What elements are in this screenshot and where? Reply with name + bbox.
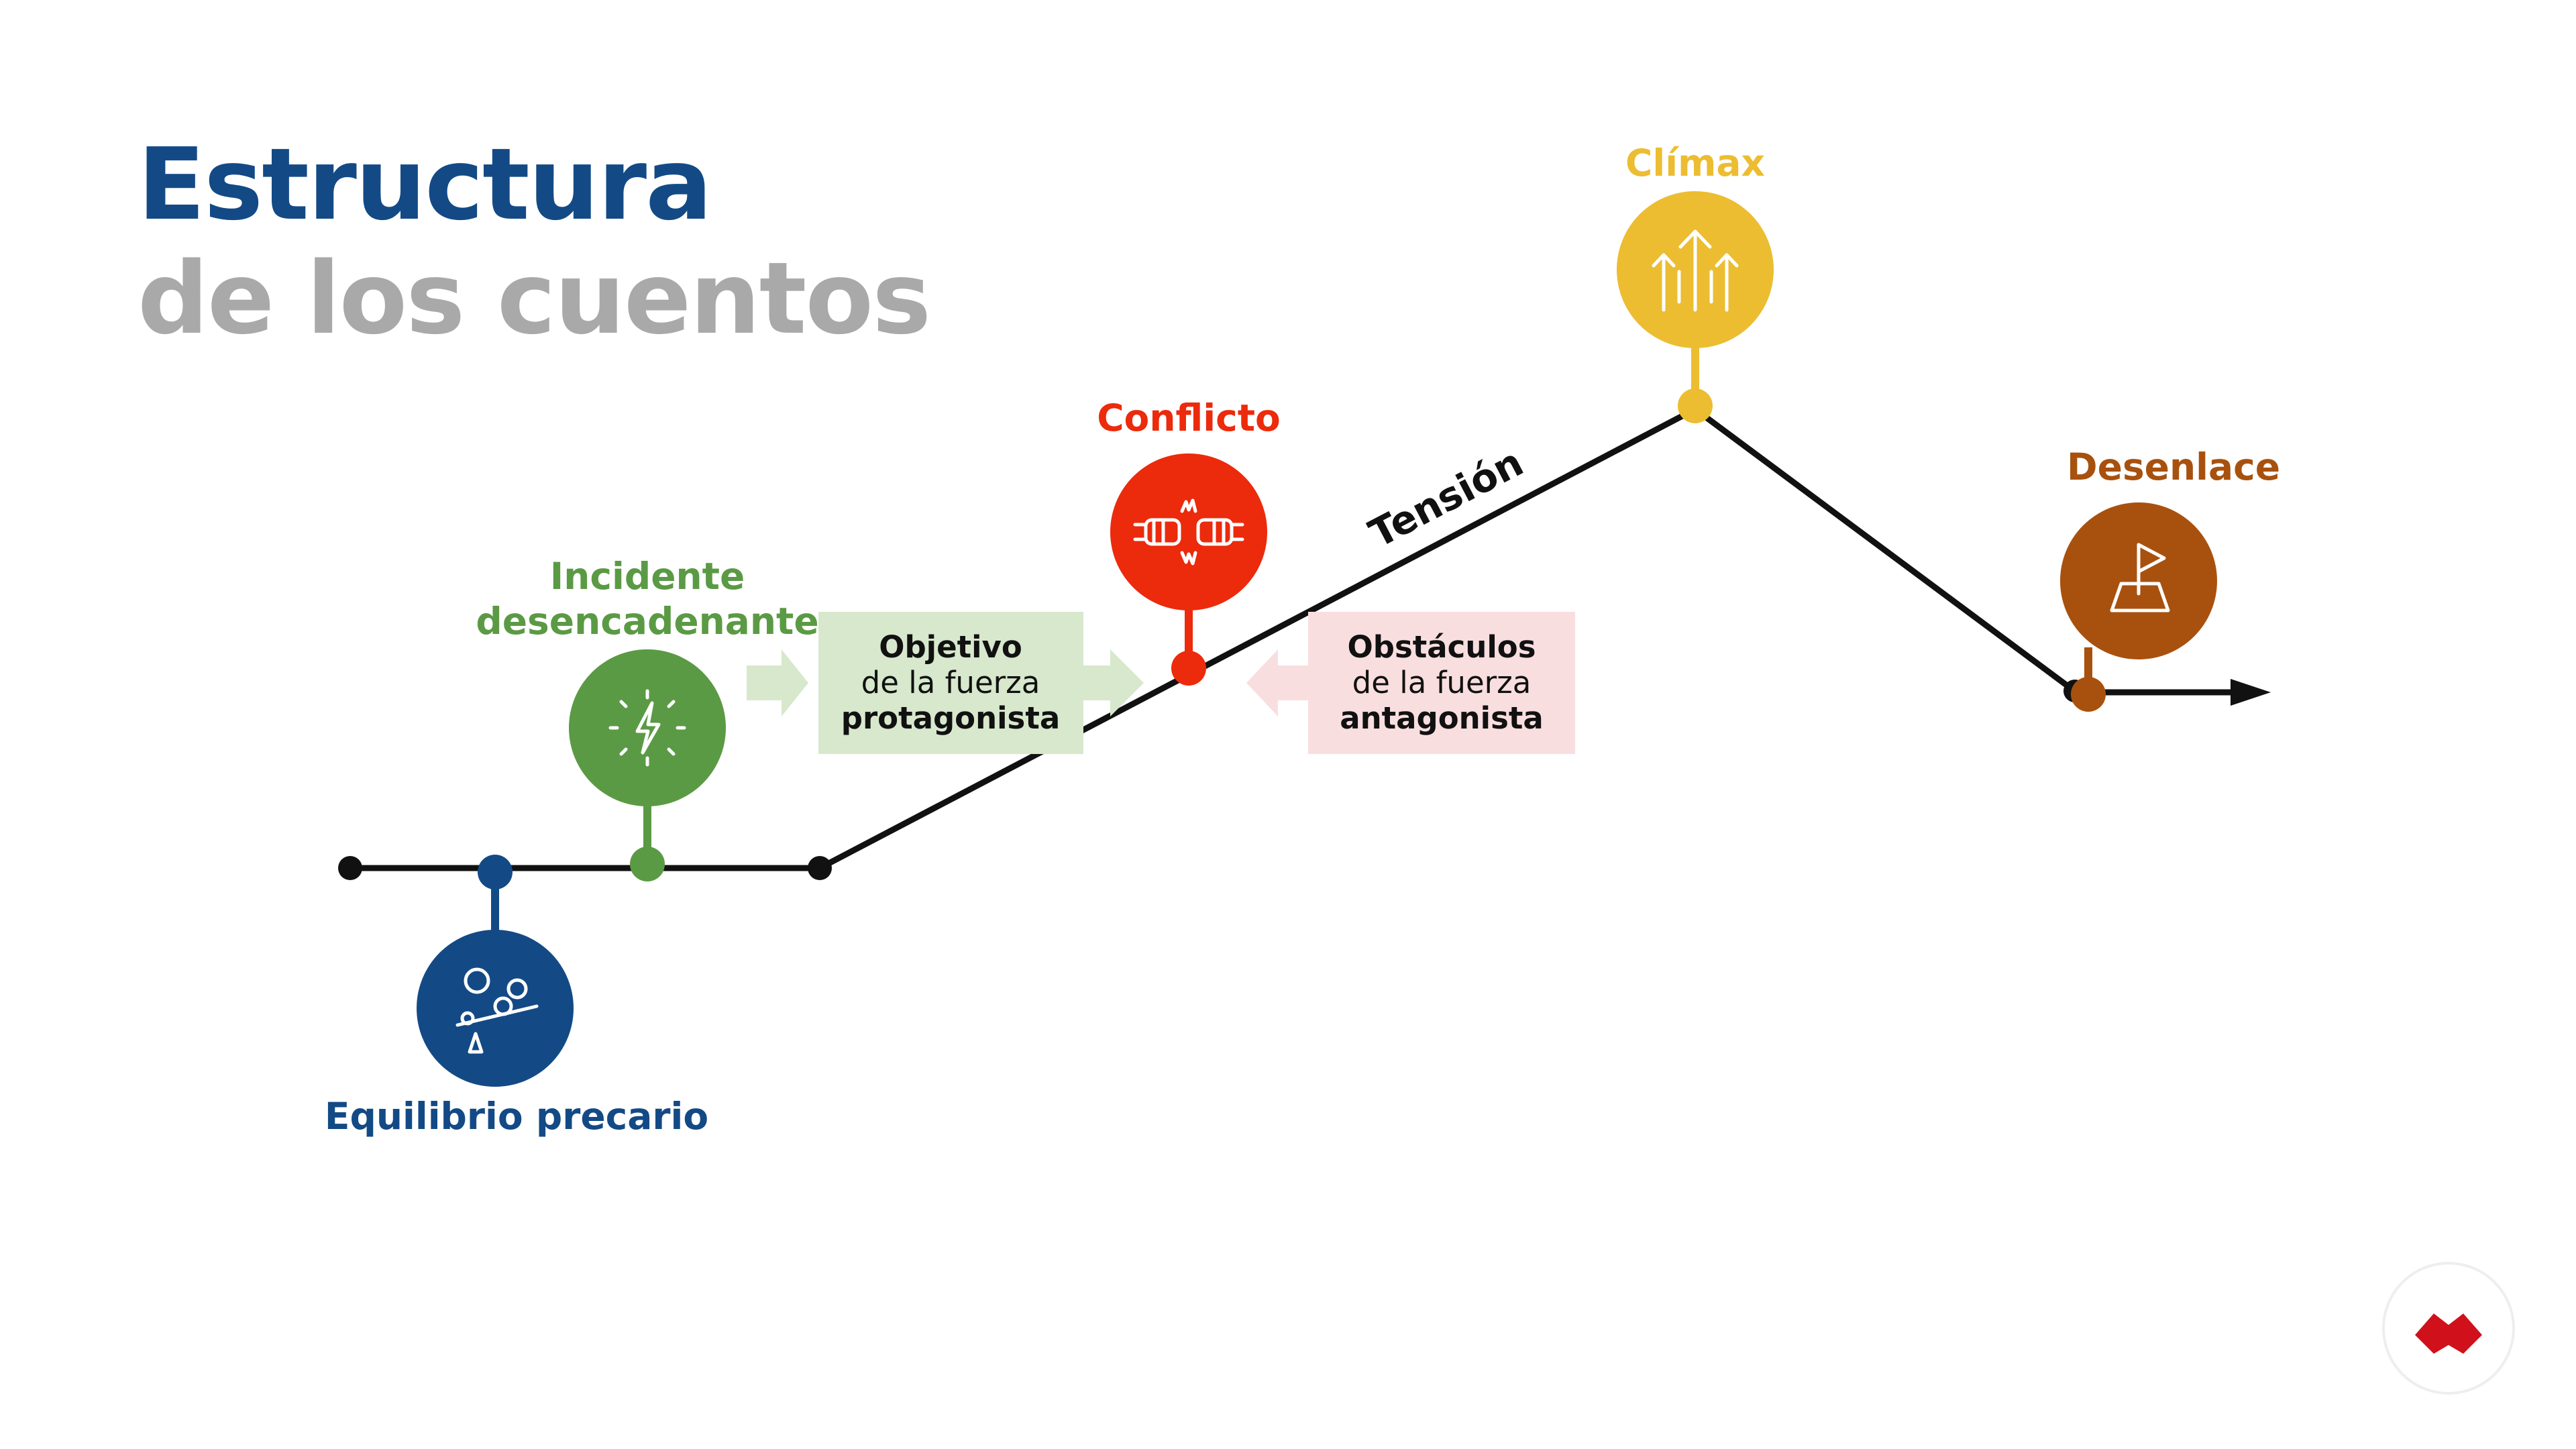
protagonista-line-1: Objetivo xyxy=(879,629,1022,665)
antagonista-group: Obstáculos de la fuerza antagonista xyxy=(1246,612,1575,754)
timeline-arrowhead xyxy=(2231,679,2271,706)
incidente-label-line-2: desencadenante xyxy=(476,600,818,643)
conflicto-label: Conflicto xyxy=(1097,396,1281,439)
antagonista-line-2: de la fuerza xyxy=(1352,665,1532,700)
antagonista-arrow xyxy=(1246,649,1308,716)
brand-logo xyxy=(2382,1262,2515,1395)
lightning-icon xyxy=(608,689,686,767)
protagonista-arrow-left xyxy=(747,649,808,716)
conflicto-circle xyxy=(1110,453,1267,610)
incidente-label-line-1: Incidente xyxy=(550,555,745,598)
desenlace-dot xyxy=(2071,677,2106,712)
balance-icon xyxy=(455,967,539,1054)
protagonista-arrow-right xyxy=(1083,649,1144,716)
title-line-1: Estructura xyxy=(138,127,712,242)
antagonista-box xyxy=(1308,612,1575,754)
brand-logo-icon xyxy=(2415,1313,2482,1354)
stage-incidente: Incidente desencadenante xyxy=(476,555,819,881)
climax-dot xyxy=(1678,388,1713,423)
climax-label: Clímax xyxy=(1625,142,1765,184)
equilibrio-dot xyxy=(478,855,513,890)
timeline-corner-dot xyxy=(808,856,832,880)
stage-equilibrio: Equilibrio precario xyxy=(325,855,708,1138)
rising-arrows-icon xyxy=(1652,229,1739,312)
stage-conflicto: Conflicto xyxy=(1097,396,1281,686)
incidente-circle xyxy=(569,649,726,806)
flag-icon xyxy=(2110,543,2170,612)
antagonista-line-1: Obstáculos xyxy=(1348,629,1536,665)
timeline-start-dot xyxy=(338,856,362,880)
desenlace-label: Desenlace xyxy=(2067,445,2280,488)
incidente-dot xyxy=(630,847,665,881)
protagonista-box xyxy=(818,612,1083,754)
stage-climax: Clímax xyxy=(1617,142,1774,423)
protagonista-group: Objetivo de la fuerza protagonista xyxy=(747,612,1144,754)
conflicto-dot xyxy=(1171,651,1206,686)
protagonista-line-3: protagonista xyxy=(841,700,1060,736)
title-line-2: de los cuentos xyxy=(138,241,931,356)
antagonista-line-3: antagonista xyxy=(1340,700,1544,736)
equilibrio-label: Equilibrio precario xyxy=(325,1095,708,1138)
protagonista-line-2: de la fuerza xyxy=(861,665,1040,700)
fists-clash-icon xyxy=(1133,498,1244,566)
page-title: Estructura de los cuentos xyxy=(138,127,931,356)
stage-desenlace: Desenlace xyxy=(2060,445,2280,712)
